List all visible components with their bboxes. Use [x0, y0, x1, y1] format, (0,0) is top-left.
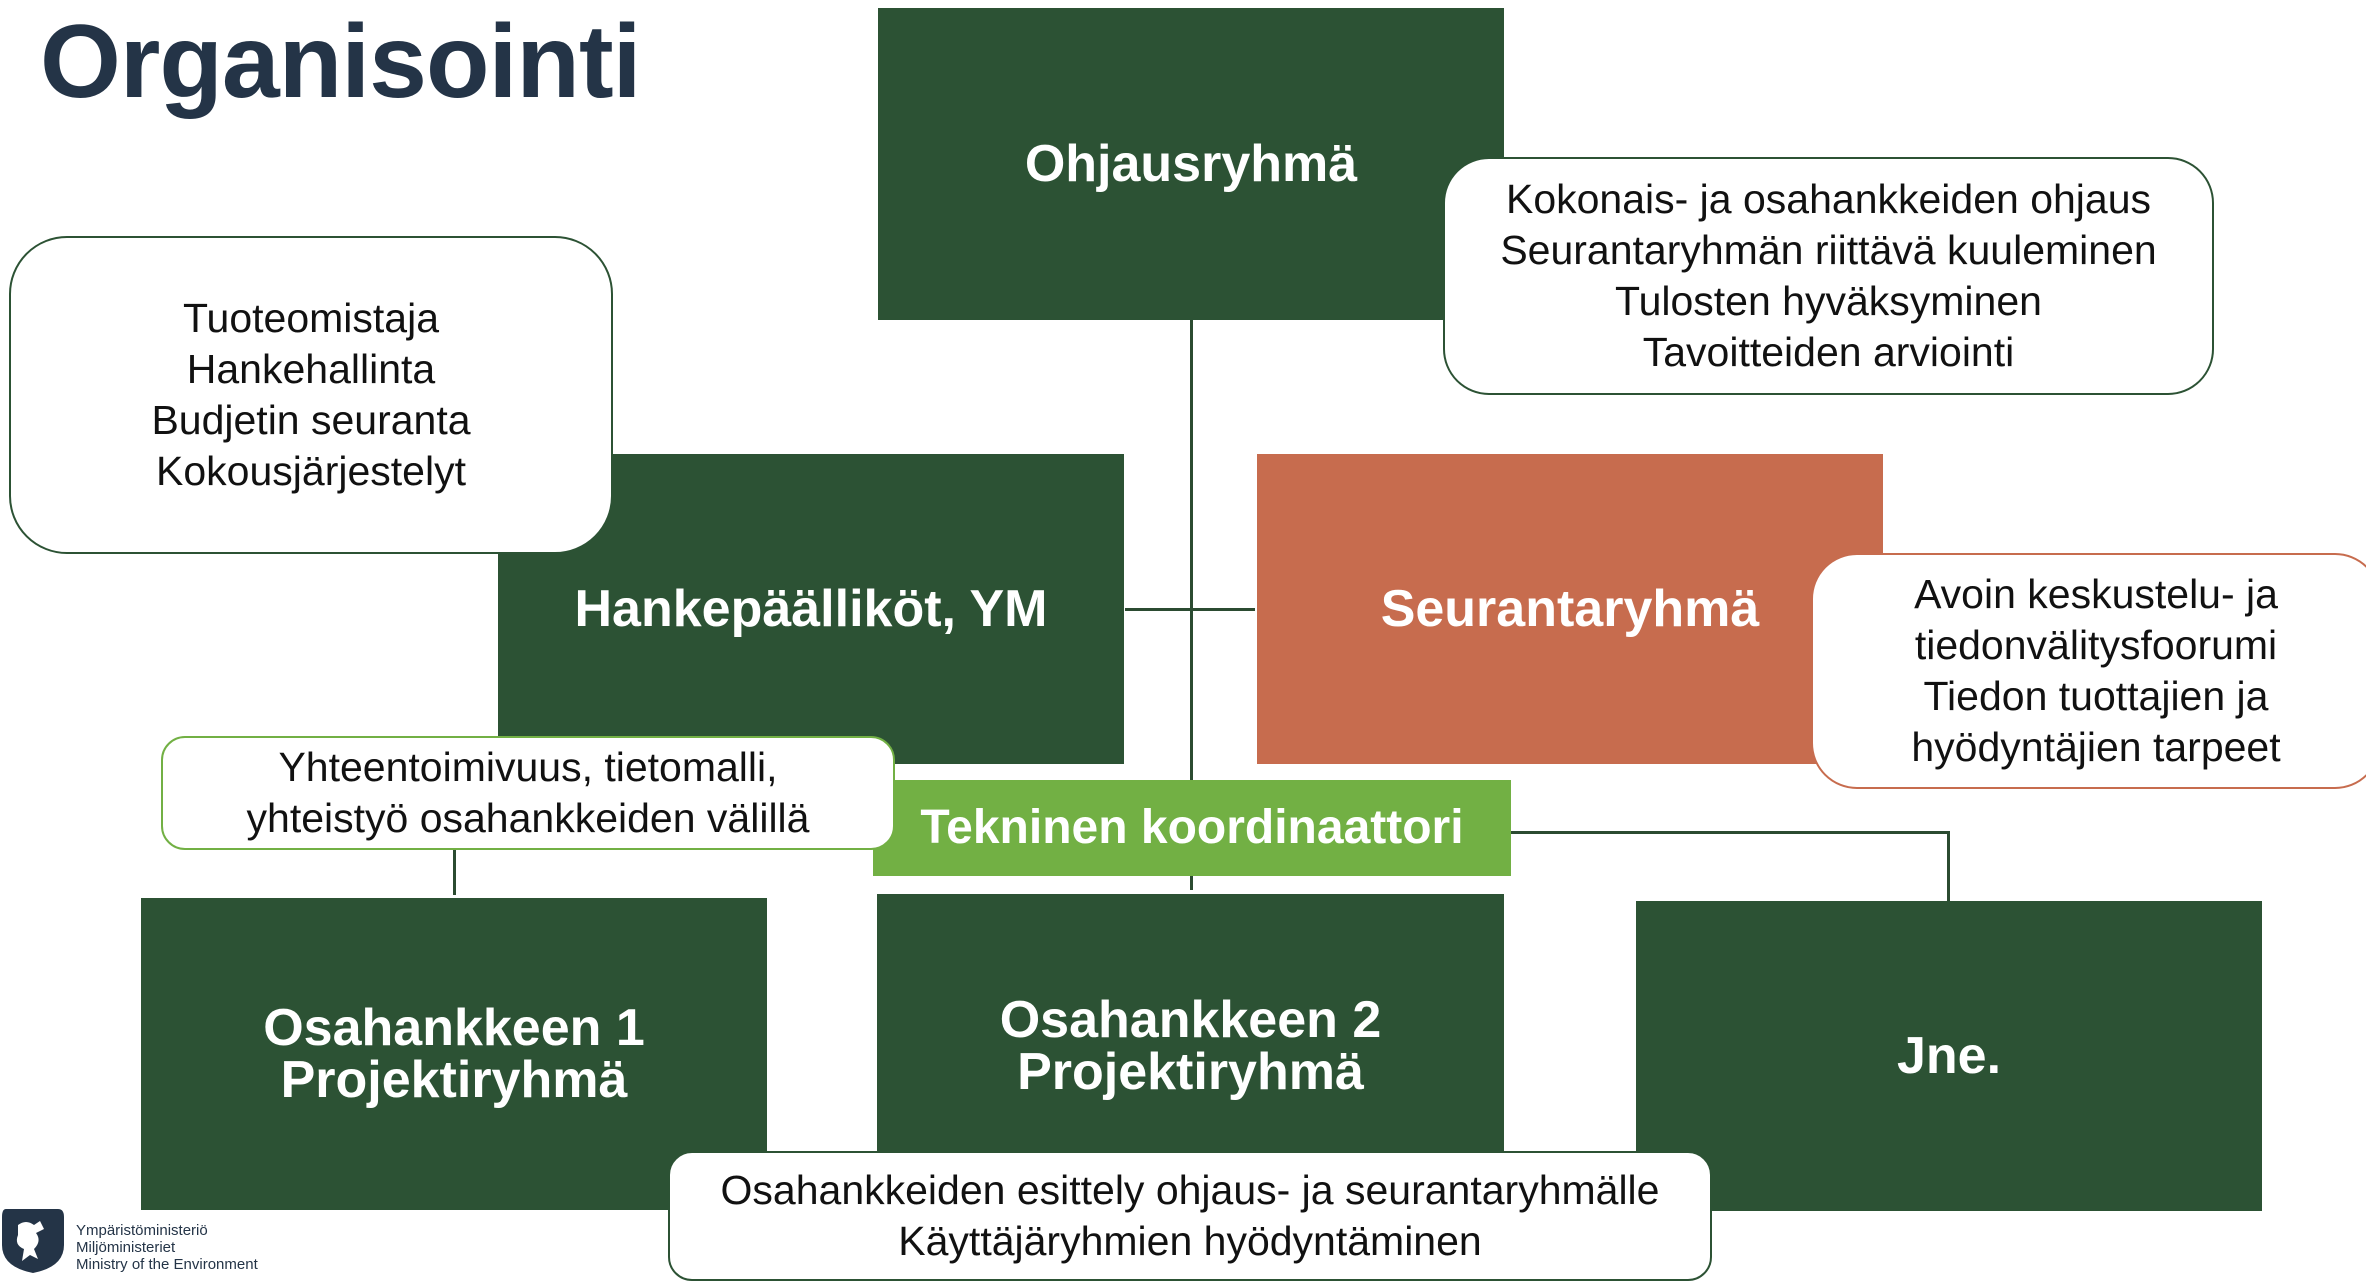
note-line: Osahankkeiden esittely ohjaus- ja seuran…: [720, 1167, 1660, 1213]
note-esittely: Osahankkeiden esittely ohjaus- ja seuran…: [668, 1151, 1712, 1281]
node-osahanke-1-label: Osahankkeen 1 Projektiryhmä: [263, 999, 645, 1109]
note-ohjaus-tasks: Kokonais- ja osahankkeiden ohjaus Seuran…: [1443, 157, 2214, 395]
node-osahanke-1: Osahankkeen 1 Projektiryhmä: [141, 898, 767, 1210]
connector-vertical-main: [1190, 320, 1193, 890]
node-tekninen-label: Tekninen koordinaattori: [920, 801, 1464, 854]
node-seurantaryhma-label: Seurantaryhmä: [1380, 580, 1760, 638]
note-line: Käyttäjäryhmien hyödyntäminen: [898, 1218, 1482, 1264]
note-seuranta-tasks: Avoin keskustelu- ja tiedonvälitysfoorum…: [1811, 553, 2366, 789]
logo-line: Ympäristöministeriö: [76, 1222, 208, 1239]
node-osahanke-2: Osahankkeen 2 Projektiryhmä: [877, 894, 1504, 1194]
node-jne-label: Jne.: [1896, 1027, 2002, 1085]
connector-right-horizontal: [1510, 831, 1950, 834]
note-tuoteomistaja-tasks: Tuoteomistaja Hankehallinta Budjetin seu…: [9, 236, 613, 554]
connector-left-vertical: [453, 845, 456, 895]
note-line: Tiedon tuottajien ja: [1923, 673, 2269, 719]
logo-line: Ministry of the Environment: [76, 1256, 258, 1273]
finnish-lion-emblem-icon: [2, 1209, 64, 1273]
note-line: Seurantaryhmän riittävä kuuleminen: [1500, 227, 2157, 273]
node-seurantaryhma: Seurantaryhmä: [1257, 454, 1883, 764]
note-line: Kokonais- ja osahankkeiden ohjaus: [1505, 176, 2152, 222]
ministry-logo-text: Ympäristöministeriö Miljöministeriet Min…: [76, 1222, 258, 1273]
note-line: hyödyntäjien tarpeet: [1911, 724, 2281, 770]
note-line: Budjetin seuranta: [151, 397, 471, 443]
note-yhteentoimivuus: Yhteentoimivuus, tietomalli, yhteistyö o…: [161, 736, 895, 850]
note-line: tiedonvälitysfoorumi: [1914, 622, 2278, 668]
note-line: yhteistyö osahankkeiden välillä: [246, 795, 810, 841]
note-line: Tulosten hyväksyminen: [1615, 278, 2042, 324]
note-line: Kokousjärjestelyt: [156, 448, 466, 494]
node-ohjausryhma-label: Ohjausryhmä: [1024, 135, 1358, 193]
note-line: Tuoteomistaja: [183, 295, 439, 341]
logo-line: Miljöministeriet: [76, 1239, 176, 1256]
node-jne: Jne.: [1636, 901, 2262, 1211]
node-osahanke-2-label: Osahankkeen 2 Projektiryhmä: [999, 991, 1382, 1101]
note-line: Avoin keskustelu- ja: [1914, 571, 2278, 617]
node-hankepaalliköt-label: Hankepäälliköt, YM: [574, 580, 1048, 638]
note-line: Hankehallinta: [186, 346, 436, 392]
node-tekninen-koordinaattori: Tekninen koordinaattori: [873, 780, 1511, 876]
node-ohjausryhma: Ohjausryhmä: [878, 8, 1504, 320]
page-title: Organisointi: [40, 4, 641, 120]
note-line: Tavoitteiden arviointi: [1642, 329, 2015, 375]
connector-right-vertical: [1947, 831, 1950, 901]
connector-hanke-seuranta: [1125, 608, 1255, 611]
note-line: Yhteentoimivuus, tietomalli,: [278, 744, 778, 790]
